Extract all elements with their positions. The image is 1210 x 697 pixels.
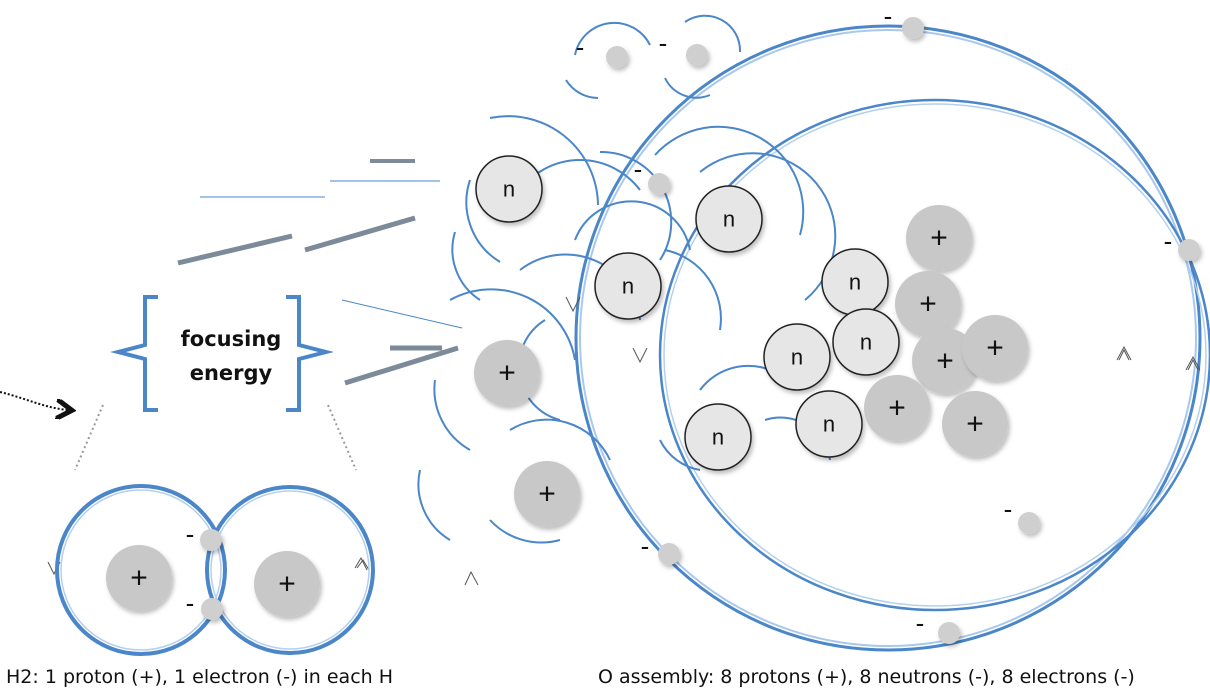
electron-layer: - - - - - - - - - - [186,1,1200,644]
proton-symbol: + [278,568,296,601]
neutron-symbol: n [712,425,724,450]
neutron: n [795,390,863,458]
proton: + [942,391,1008,457]
proton-symbol: + [919,288,937,321]
oxygen-outer-orbit [574,24,1202,652]
energy-streaks [177,159,463,386]
proton: + [254,551,320,617]
electron [686,44,708,66]
neutron-symbol: n [849,270,861,295]
h2-right-orbit [205,485,375,655]
electron-minus-sign: - [659,28,668,58]
neutron: n [594,252,662,320]
proton: + [864,375,930,441]
proton: + [962,315,1028,381]
neutron-symbol: n [622,274,634,299]
electron [658,543,680,565]
neutron: n [695,185,763,253]
electron-minus-sign: - [634,154,643,184]
proton-symbol: + [130,562,148,595]
proton: + [895,271,961,337]
electron [1018,512,1040,534]
neutron: n [763,323,831,391]
electron [938,622,960,644]
neutron-symbol: n [791,345,803,370]
electron-minus-sign: - [576,32,585,62]
electron [648,173,670,195]
neutron: n [832,308,900,376]
electron-minus-sign: - [884,1,893,31]
neutron-symbol: n [503,177,515,202]
proton-symbol: + [936,345,954,378]
proton-symbol: + [966,408,984,441]
oxygen-caption: O assembly: 8 protons (+), 8 neutrons (-… [598,666,1135,688]
oxygen-inner-orbit [658,98,1210,612]
electron [1178,239,1200,261]
proton-layer: + + + + + + + + + + [106,205,1028,617]
electron-minus-sign: - [186,588,195,618]
electron-minus-sign: - [1004,494,1013,524]
neutron: n [684,403,752,471]
neutron: n [475,155,543,223]
proton-symbol: + [538,478,556,511]
electron [902,17,924,39]
electron [200,529,222,551]
h2-caption: H2: 1 proton (+), 1 electron (-) in each… [6,666,394,688]
proton: + [106,545,172,611]
proton: + [514,461,580,527]
electron-minus-sign: - [186,519,195,549]
focusing-energy-bracket [110,295,334,412]
guide-lines [0,391,357,471]
electron [201,598,223,620]
neutron-symbol: n [723,207,735,232]
focusing-energy-line-2: energy [189,361,273,385]
neutron-symbol: n [860,330,872,355]
neutron-symbol: n [823,412,835,437]
electron-minus-sign: - [641,531,650,561]
electron-minus-sign: - [916,608,925,638]
electron-minus-sign: - [1164,226,1173,256]
proton-symbol: + [498,357,516,390]
focusing-energy-label: focusing energy [136,322,326,390]
proton: + [474,340,540,406]
neutron-layer: n n n n n n n n [475,155,900,471]
proton: + [906,205,972,271]
proton-symbol: + [986,332,1004,365]
proton-symbol: + [888,392,906,425]
proton: + [912,328,978,394]
neutron: n [821,248,889,316]
proton-symbol: + [930,222,948,255]
h2-left-orbit [55,484,227,656]
h2-molecule [55,484,375,656]
focusing-energy-line-1: focusing [180,327,282,351]
incoming-arrow [0,391,68,410]
electron [606,46,628,68]
